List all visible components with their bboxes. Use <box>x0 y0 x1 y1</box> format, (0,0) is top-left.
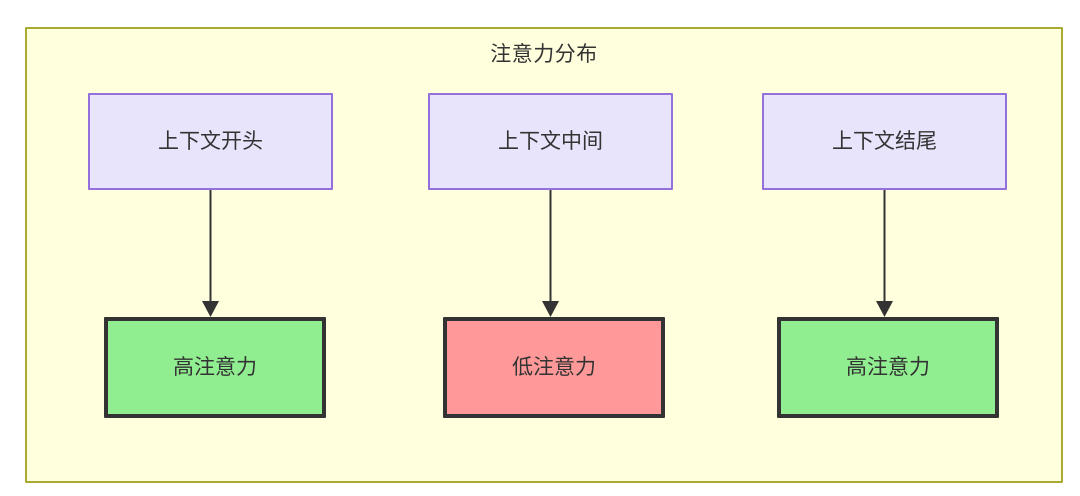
node-context-middle[interactable]: 上下文中间 <box>428 93 673 190</box>
node-high-attention-start[interactable]: 高注意力 <box>104 317 326 418</box>
node-context-end[interactable]: 上下文结尾 <box>762 93 1007 190</box>
node-high-attention-end[interactable]: 高注意力 <box>777 317 999 418</box>
node-context-start[interactable]: 上下文开头 <box>88 93 333 190</box>
cluster-title: 注意力分布 <box>490 43 598 66</box>
node-low-attention-middle[interactable]: 低注意力 <box>443 317 665 418</box>
